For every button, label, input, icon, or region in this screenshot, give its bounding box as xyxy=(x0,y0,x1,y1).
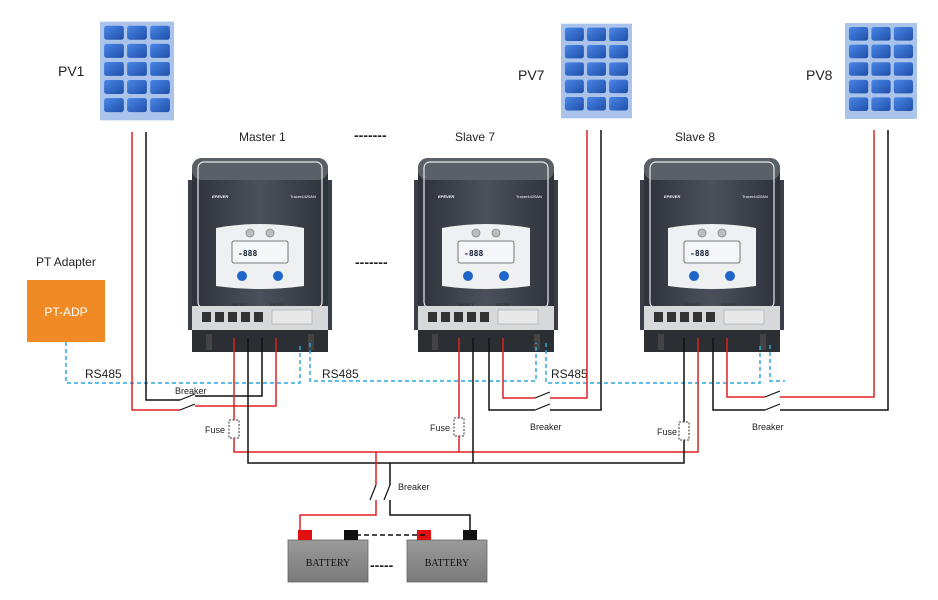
master-1-label: Master 1 xyxy=(239,130,286,144)
select-label: SELECT xyxy=(684,302,700,307)
rs485-label-1: RS485 xyxy=(85,367,122,381)
breaker-label-pv8: Breaker xyxy=(752,422,784,432)
lcd-display: -888 xyxy=(238,249,257,258)
middle-ellipsis: ------- xyxy=(355,254,388,270)
select-label: SELECT xyxy=(458,302,474,307)
pv-panel-pv1 xyxy=(100,21,174,121)
controller-model: Tracer4420AN xyxy=(742,194,768,199)
breaker-label-pv1: Breaker xyxy=(175,386,207,396)
rs485-bus xyxy=(65,342,785,384)
pt-adapter-box-label: PT-ADP xyxy=(44,305,87,319)
enter-label: ENTER xyxy=(496,302,510,307)
controller-model: Tracer4420AN xyxy=(516,194,542,199)
pv-panel-pv7 xyxy=(561,23,632,119)
lcd-display: -888 xyxy=(690,249,709,258)
slave-8-label: Slave 8 xyxy=(675,130,715,144)
breaker-pv7 xyxy=(534,391,551,411)
breaker-battery xyxy=(369,484,391,501)
select-label: SELECT xyxy=(232,302,248,307)
fuse-slave-8 xyxy=(678,421,690,441)
lcd-display: -888 xyxy=(464,249,483,258)
battery-bus-wiring xyxy=(233,338,699,532)
rs485-label-3: RS485 xyxy=(551,367,588,381)
controller-model: Tracer4420AN xyxy=(290,194,316,199)
battery-1: BATTERY xyxy=(287,529,369,583)
breaker-label-pv7: Breaker xyxy=(530,422,562,432)
pv7-label: PV7 xyxy=(518,67,545,83)
pv1-label: PV1 xyxy=(58,63,85,79)
pt-adapter-box xyxy=(27,280,105,342)
slave-7-label: Slave 7 xyxy=(455,130,495,144)
breaker-pv1 xyxy=(179,393,196,411)
breaker-label-battery: Breaker xyxy=(398,482,430,492)
battery-2: BATTERY xyxy=(406,529,488,583)
rs485-label-2: RS485 xyxy=(322,367,359,381)
fuse-label-master: Fuse xyxy=(205,425,225,435)
controller-master-1: EPEVER Tracer4420AN -888 SELECT ENTER xyxy=(187,157,333,353)
pv-panel-pv8 xyxy=(845,23,917,119)
fuse-master xyxy=(228,419,240,439)
battery-separator: ----- xyxy=(370,557,394,573)
fuse-label-slave-8: Fuse xyxy=(657,427,677,437)
battery-2-label: BATTERY xyxy=(425,558,469,569)
enter-label: ENTER xyxy=(270,302,284,307)
controller-slave-8: EPEVER Tracer4420AN -888 SELECT ENTER xyxy=(639,157,785,353)
breaker-pv8 xyxy=(764,390,781,411)
battery-1-label: BATTERY xyxy=(306,558,350,569)
pt-adapter-title: PT Adapter xyxy=(36,255,96,269)
fuse-slave-7 xyxy=(453,417,465,437)
controller-brand: EPEVER xyxy=(438,194,454,199)
controller-brand: EPEVER xyxy=(664,194,680,199)
fuse-label-slave-7: Fuse xyxy=(430,423,450,433)
enter-label: ENTER xyxy=(722,302,736,307)
controller-slave-7: EPEVER Tracer4420AN -888 SELECT ENTER xyxy=(413,157,559,353)
pv8-label: PV8 xyxy=(806,67,833,83)
pv-wiring xyxy=(131,130,889,411)
top-ellipsis: ------- xyxy=(354,127,387,143)
controller-brand: EPEVER xyxy=(212,194,228,199)
